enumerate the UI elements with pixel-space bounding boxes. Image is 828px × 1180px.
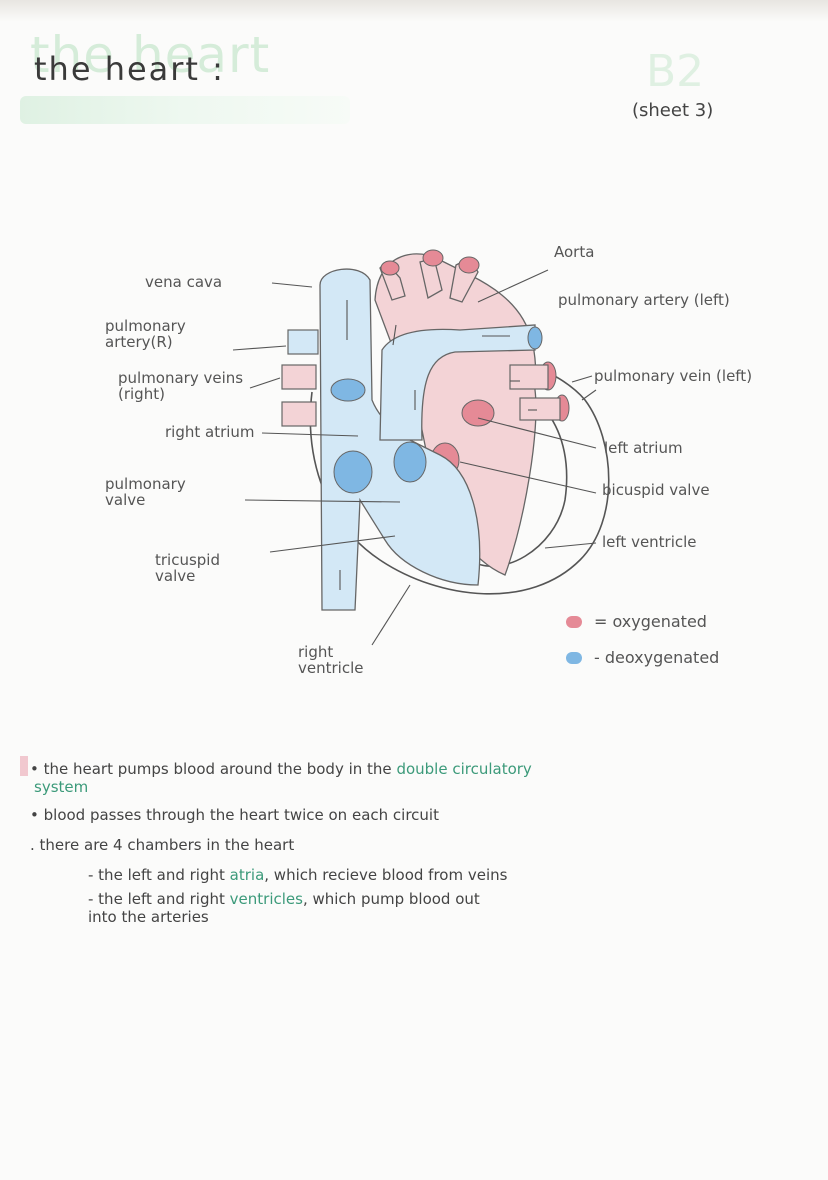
label-pulmonary-artery-left: pulmonary artery (left) (558, 291, 730, 309)
note-1: • the heart pumps blood around the body … (30, 760, 532, 796)
legend-oxygenated-label: = oxygenated (594, 612, 707, 631)
note-2: • blood passes through the heart twice o… (30, 806, 439, 824)
label-left-atrium: left atrium (604, 439, 683, 457)
unit-code: B2 (646, 46, 705, 97)
pulmonary-valve (393, 441, 427, 483)
label-aorta: Aorta (554, 243, 595, 261)
left-atrium-valve (461, 399, 495, 427)
label-pulmonary-valve: pulmonary valve (105, 475, 186, 509)
page-title-handwritten: the heart : (34, 50, 225, 88)
legend-oxygenated-swatch (566, 616, 582, 628)
label-right-atrium: right atrium (165, 423, 255, 441)
title-highlight (20, 96, 350, 124)
legend-deoxygenated-swatch (566, 652, 582, 664)
label-left-ventricle: left ventricle (602, 533, 697, 551)
label-right-ventricle: right ventricle (298, 643, 364, 677)
page-title: the heart (30, 26, 271, 84)
label-bicuspid-valve: bicuspid valve (602, 481, 710, 499)
label-pulmonary-veins-right: pulmonary veins (right) (118, 369, 244, 403)
note-3-sub-2: - the left and right ventricles, which p… (88, 890, 480, 926)
legend-deoxygenated-label: - deoxygenated (594, 648, 720, 667)
note-3: . there are 4 chambers in the heart (30, 836, 295, 854)
label-tricuspid-valve: tricuspid valve (155, 551, 220, 585)
note-3-sub-1: - the left and right atria, which reciev… (88, 866, 508, 884)
label-vena-cava: vena cava (145, 273, 223, 291)
notes-margin-mark (20, 756, 28, 776)
label-pulmonary-artery-right: pulmonary artery(R) (105, 317, 186, 351)
sheet-number: (sheet 3) (632, 100, 714, 121)
label-pulmonary-vein-left: pulmonary vein (left) (594, 367, 753, 385)
heart-diagram (232, 249, 610, 646)
page-top-edge (0, 0, 828, 22)
tricuspid-valve (333, 450, 373, 494)
